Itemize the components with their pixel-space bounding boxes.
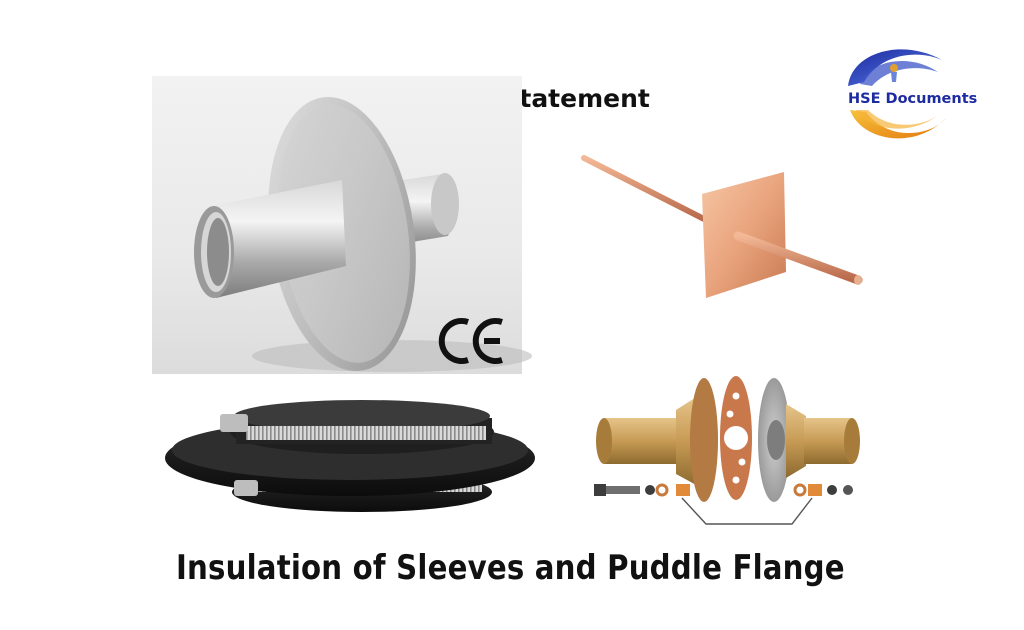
hse-documents-logo: HSE Documents — [848, 49, 977, 139]
steel-puddle-flange-icon — [194, 96, 532, 372]
logo-text: HSE Documents — [848, 91, 977, 107]
logo-blue-arc — [848, 49, 942, 86]
document-title: Insulation of Sleeves and Puddle Flange — [176, 548, 845, 588]
insulating-flange-kit-icon — [594, 376, 860, 525]
logo-figure-icon — [890, 64, 898, 72]
logo-orange-arc — [850, 110, 946, 139]
copper-rod-plate-icon — [581, 155, 863, 298]
rubber-coupling-icon — [165, 400, 535, 512]
ce-mark — [438, 318, 503, 364]
